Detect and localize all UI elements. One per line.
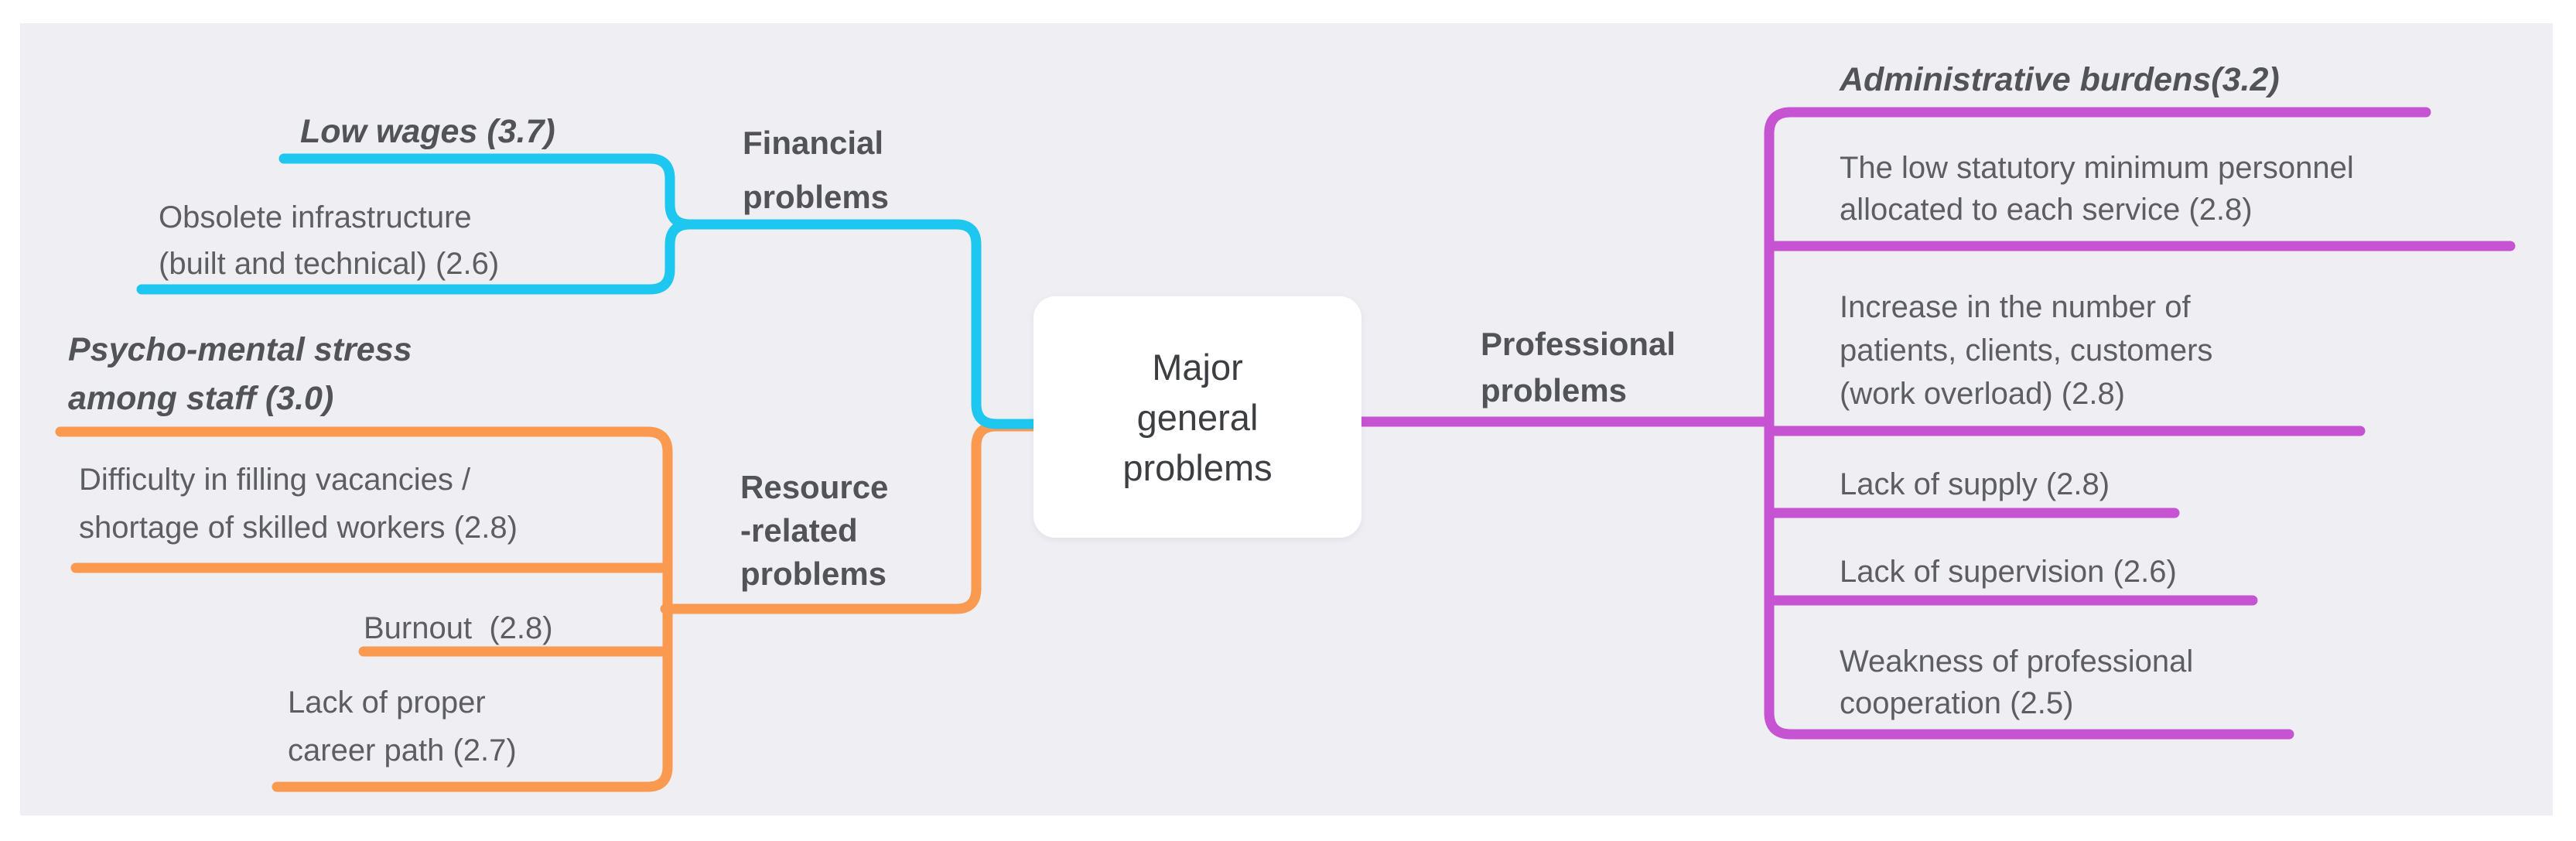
branch-label-professional[interactable]: Professional problems	[1481, 326, 1676, 409]
root-node[interactable]: Major general problems	[1033, 296, 1361, 538]
node-psycho-mental-stress[interactable]: Psycho-mental stress among staff (3.0)	[68, 331, 412, 417]
node-low-wages[interactable]: Low wages (3.7)	[300, 113, 555, 150]
financial-to-center-line	[278, 153, 1044, 429]
node-administrative-burdens[interactable]: Administrative burdens(3.2)	[1840, 61, 2280, 98]
node-statutory-minimum[interactable]: The low statutory minimum personnel allo…	[1840, 151, 2354, 227]
branch-label-resource[interactable]: Resource -related problems	[740, 469, 889, 592]
node-lack-of-supervision[interactable]: Lack of supervision (2.6)	[1840, 555, 2177, 589]
node-burnout[interactable]: Burnout (2.8)	[364, 611, 553, 645]
node-vacancies[interactable]: Difficulty in filling vacancies / shorta…	[79, 463, 518, 545]
professional-trunk-line	[1764, 107, 2431, 740]
node-weak-cooperation[interactable]: Weakness of professional cooperation (2.…	[1840, 644, 2194, 720]
root-node-label: Major general problems	[1122, 346, 1273, 488]
branch-label-financial[interactable]: Financial problems	[743, 125, 890, 215]
node-obsolete-infrastructure[interactable]: Obsolete infrastructure (built and techn…	[159, 200, 500, 281]
node-work-overload[interactable]: Increase in the number of patients, clie…	[1840, 290, 2213, 411]
node-lack-of-supply[interactable]: Lack of supply (2.8)	[1840, 467, 2110, 501]
node-career-path[interactable]: Lack of proper career path (2.7)	[288, 685, 517, 767]
